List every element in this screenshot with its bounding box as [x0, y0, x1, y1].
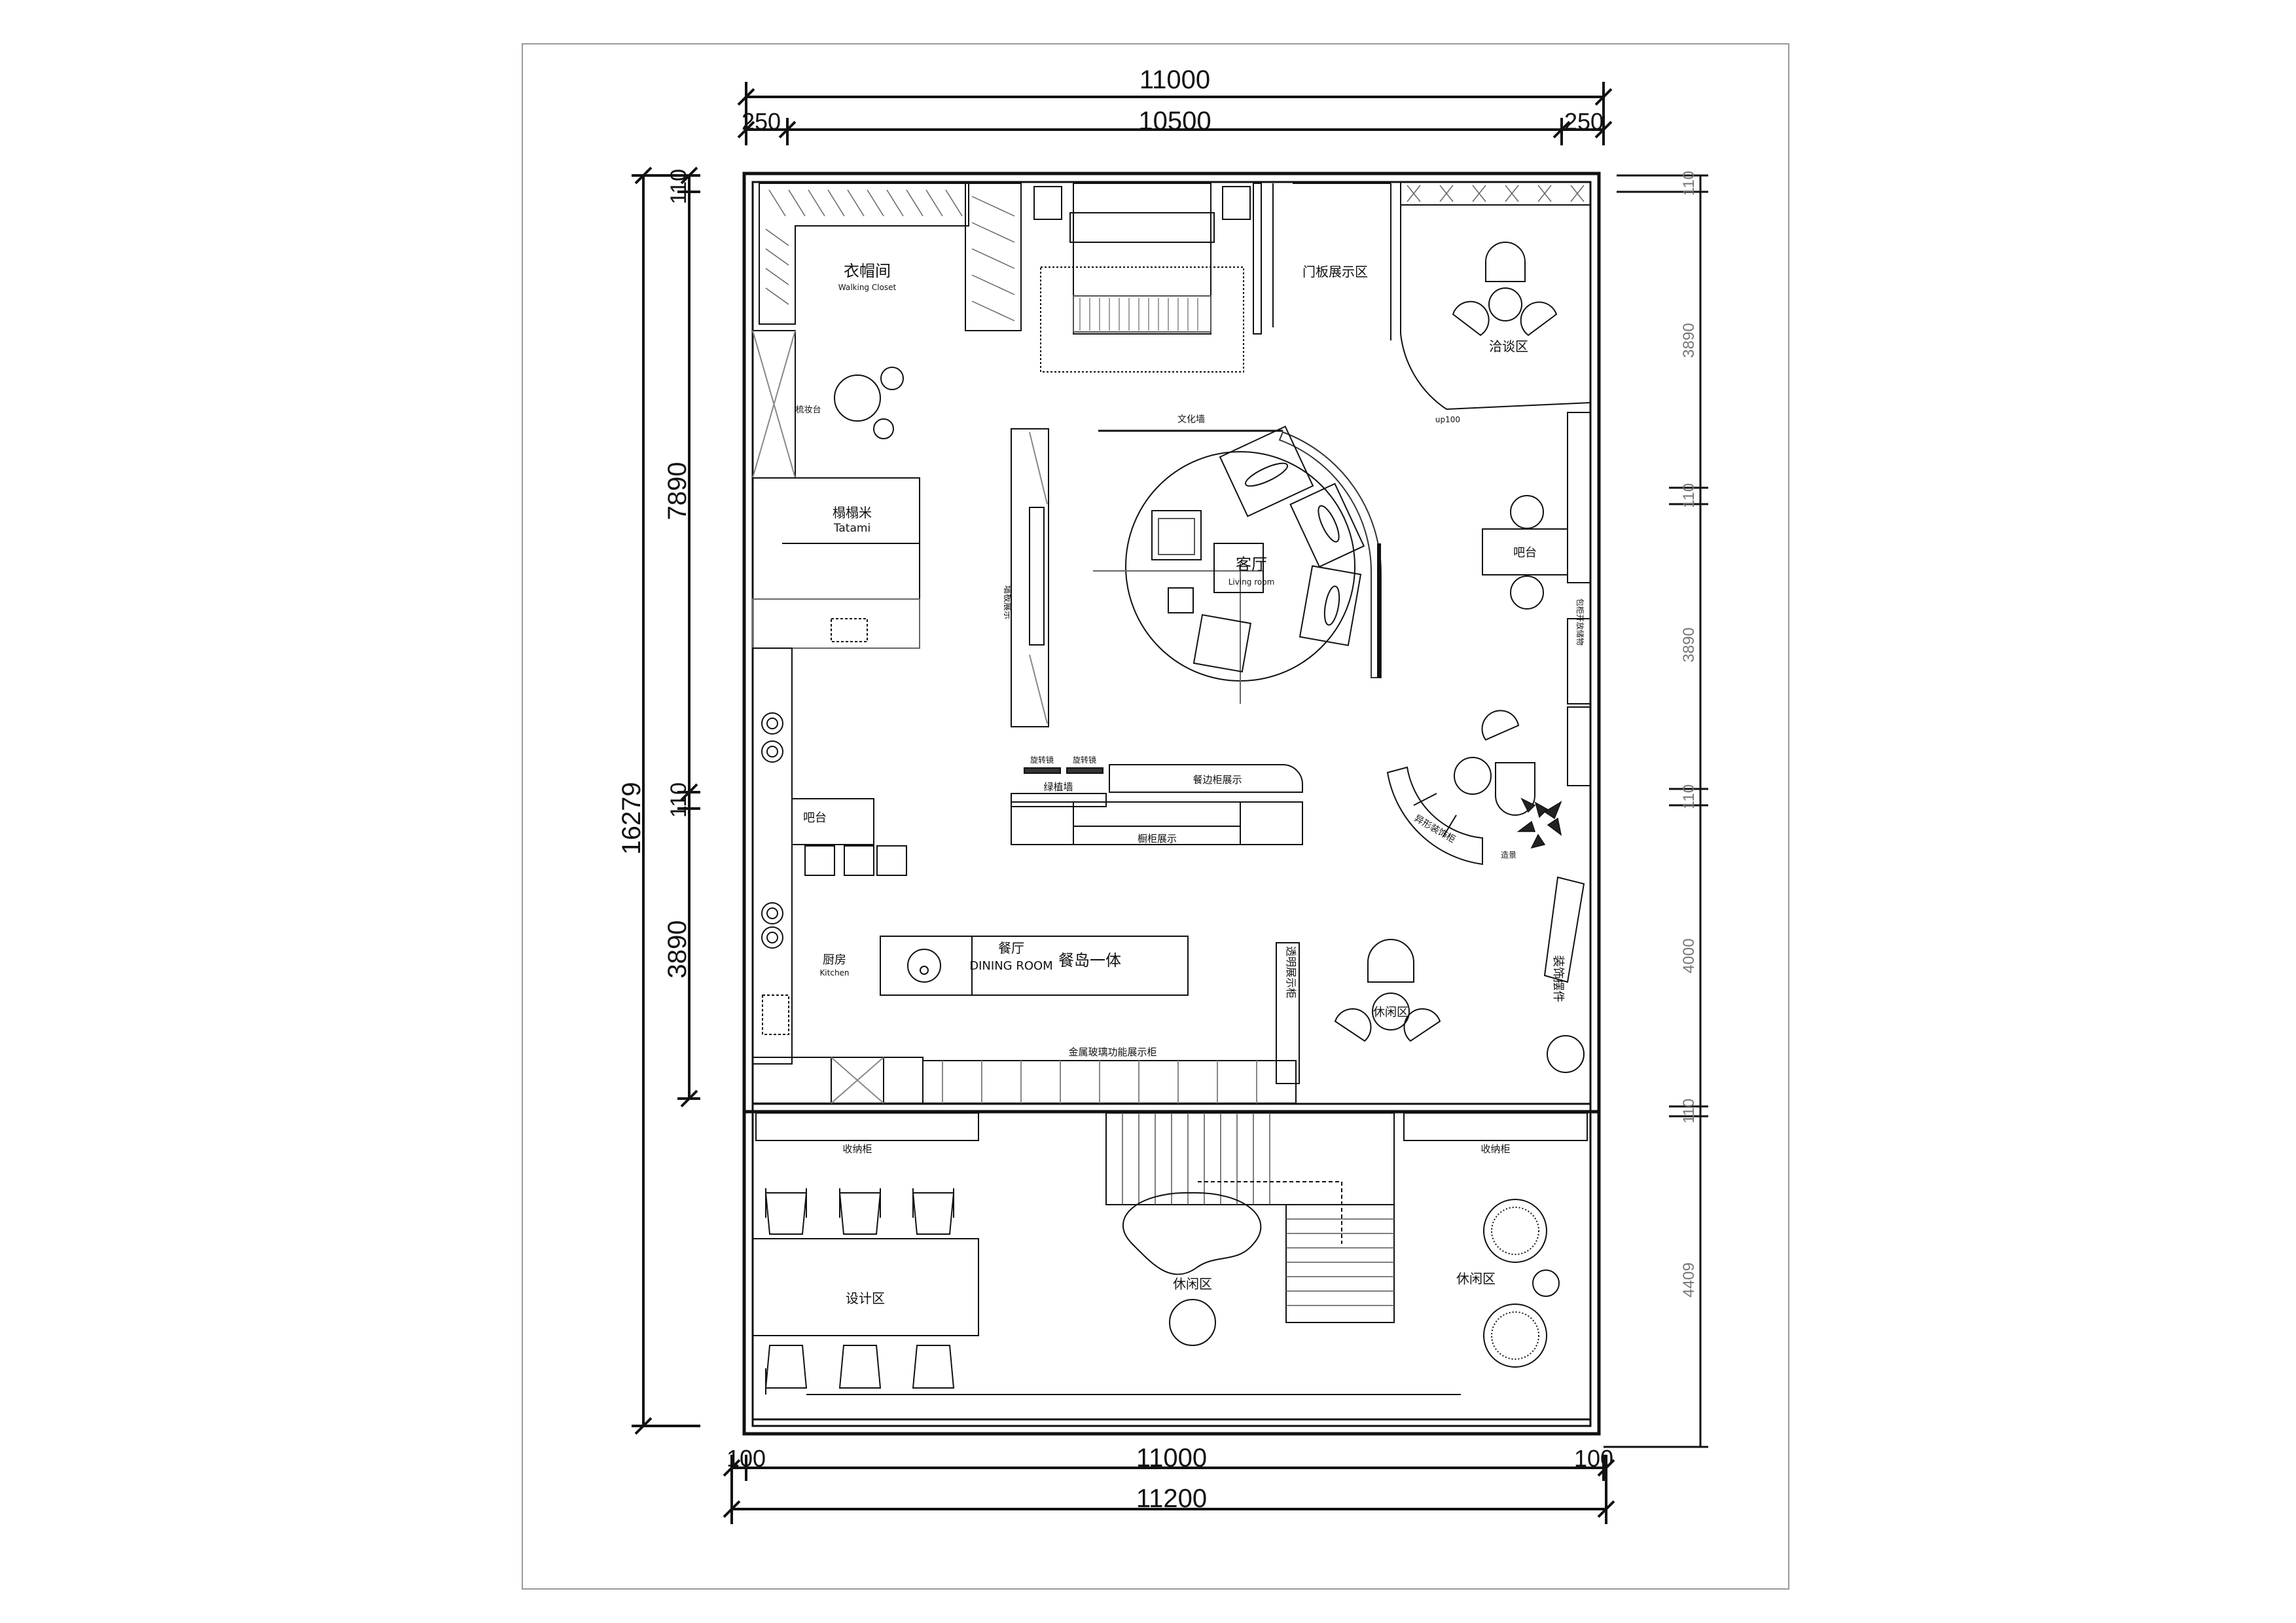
dim-top-right: 250 [1564, 108, 1604, 135]
label-wine-cabinet: 包柜开放储物 [1575, 598, 1585, 646]
dim-left-mid: 3890 [663, 921, 692, 979]
label-negotiation: 洽谈区 [1489, 338, 1528, 354]
label-tatami-en: Tatami [833, 522, 870, 535]
dim-right-g: 110 [1680, 1099, 1698, 1123]
dim-left-total: 16279 [617, 782, 646, 854]
label-storage-2: 收纳柜 [1480, 1143, 1510, 1155]
label-living-cn: 客厅 [1236, 555, 1267, 574]
dim-top-left: 250 [742, 108, 781, 135]
label-dining-cn: 餐厅 [998, 940, 1024, 956]
dim-bottom-mid: 11000 [1136, 1444, 1207, 1472]
kitchen-counter [752, 647, 924, 1104]
dim-right-b: 3890 [1680, 323, 1698, 357]
wall-panel-display [1011, 428, 1049, 727]
label-leisure-1: 休闲区 [1373, 1006, 1408, 1019]
label-dining-cabinet: 餐边柜展示 [1193, 774, 1242, 786]
label-entry-note: 造景 [1501, 850, 1516, 860]
label-tatami-cn: 榻榻米 [833, 505, 872, 520]
door-display-zone [1253, 183, 1391, 340]
bar-counter-left [791, 798, 907, 876]
leisure-zone-1 [1334, 939, 1441, 1042]
plant [1516, 797, 1562, 849]
left-dimensions [632, 166, 700, 1435]
label-bar-left: 吧台 [803, 811, 827, 825]
metal-glass-cabinet [922, 1060, 1297, 1104]
dining-island [880, 936, 1189, 996]
label-wall-panel: 墙板展示 [1002, 585, 1012, 619]
label-living-en: Living room [1229, 577, 1275, 587]
label-storage-1: 收纳柜 [842, 1143, 872, 1155]
negotiation-zone [1400, 181, 1591, 410]
dim-right-h: 4409 [1680, 1262, 1698, 1297]
label-culture-wall: 文化墙 [1177, 414, 1205, 425]
label-rotating-mirror-2: 旋转镜 [1073, 755, 1096, 765]
living-room-set [1093, 426, 1382, 704]
dim-right-e: 110 [1680, 784, 1698, 809]
dim-bottom-right: 100 [1574, 1445, 1613, 1472]
dim-bottom-left: 100 [726, 1445, 766, 1472]
dim-left-gap2: 110 [666, 782, 691, 818]
label-decor: 装饰摆件 [1551, 955, 1565, 1002]
label-walking-closet-cn: 衣帽间 [844, 262, 891, 280]
label-special-cabinet: 异形装饰柜 [1412, 813, 1458, 845]
label-dining-island: 餐岛一体 [1058, 951, 1121, 970]
tatami [752, 477, 920, 649]
leisure-zone-3 [1483, 1199, 1560, 1368]
bed [1033, 183, 1251, 373]
dim-top-total: 11000 [1139, 65, 1210, 94]
dim-right-f: 4000 [1680, 938, 1698, 973]
label-kitchen-cn: 厨房 [823, 953, 846, 967]
dim-bottom-total: 11200 [1136, 1484, 1207, 1513]
label-transparent-display: 透明展示柜 [1285, 946, 1297, 998]
sheet-border [522, 43, 1789, 1590]
label-dining-en: DINING ROOM [969, 959, 1052, 973]
dim-left-upper: 7890 [663, 462, 692, 520]
decor-display [1543, 876, 1585, 1073]
walking-closet [759, 183, 1022, 331]
label-vanity: 梳妆台 [795, 405, 821, 415]
storage-cabinets [755, 1112, 1588, 1141]
dim-top-mid: 10500 [1138, 107, 1211, 136]
dim-right-a: 110 [1680, 171, 1698, 196]
top-dimensions [737, 82, 1613, 145]
bottom-dimensions [723, 1455, 1615, 1524]
special-decor-cabinet [1386, 710, 1535, 866]
label-bar-right: 吧台 [1513, 546, 1537, 560]
right-dimensions [1604, 174, 1708, 1448]
label-door-display: 门板展示区 [1302, 264, 1368, 280]
dim-right-c: 110 [1680, 483, 1698, 508]
center-cabinets [1011, 764, 1303, 845]
label-leisure-3: 休闲区 [1456, 1271, 1496, 1286]
label-leisure-2: 休闲区 [1173, 1276, 1212, 1292]
leisure-zone-2 [1122, 1192, 1262, 1346]
label-metal-glass: 金属玻璃功能展示柜 [1068, 1046, 1157, 1058]
vanity-table [752, 330, 904, 479]
design-zone [752, 1188, 1461, 1395]
label-rotating-mirror-1: 旋转镜 [1030, 755, 1054, 765]
label-design: 设计区 [846, 1290, 885, 1306]
label-cupboard: 橱柜展示 [1138, 833, 1177, 845]
outer-walls [742, 172, 1601, 1436]
stairs [1105, 1112, 1395, 1323]
label-kitchen-en: Kitchen [819, 968, 849, 977]
bar-counter-right [1482, 412, 1591, 786]
dim-right-d: 3890 [1680, 627, 1698, 662]
dim-left-gap1: 110 [666, 169, 691, 204]
label-green-wall: 绿植墙 [1043, 781, 1073, 793]
transparent-display-cabinet [1276, 942, 1300, 1084]
label-up100: up100 [1435, 415, 1460, 424]
label-walking-closet-en: Walking Closet [838, 283, 897, 292]
